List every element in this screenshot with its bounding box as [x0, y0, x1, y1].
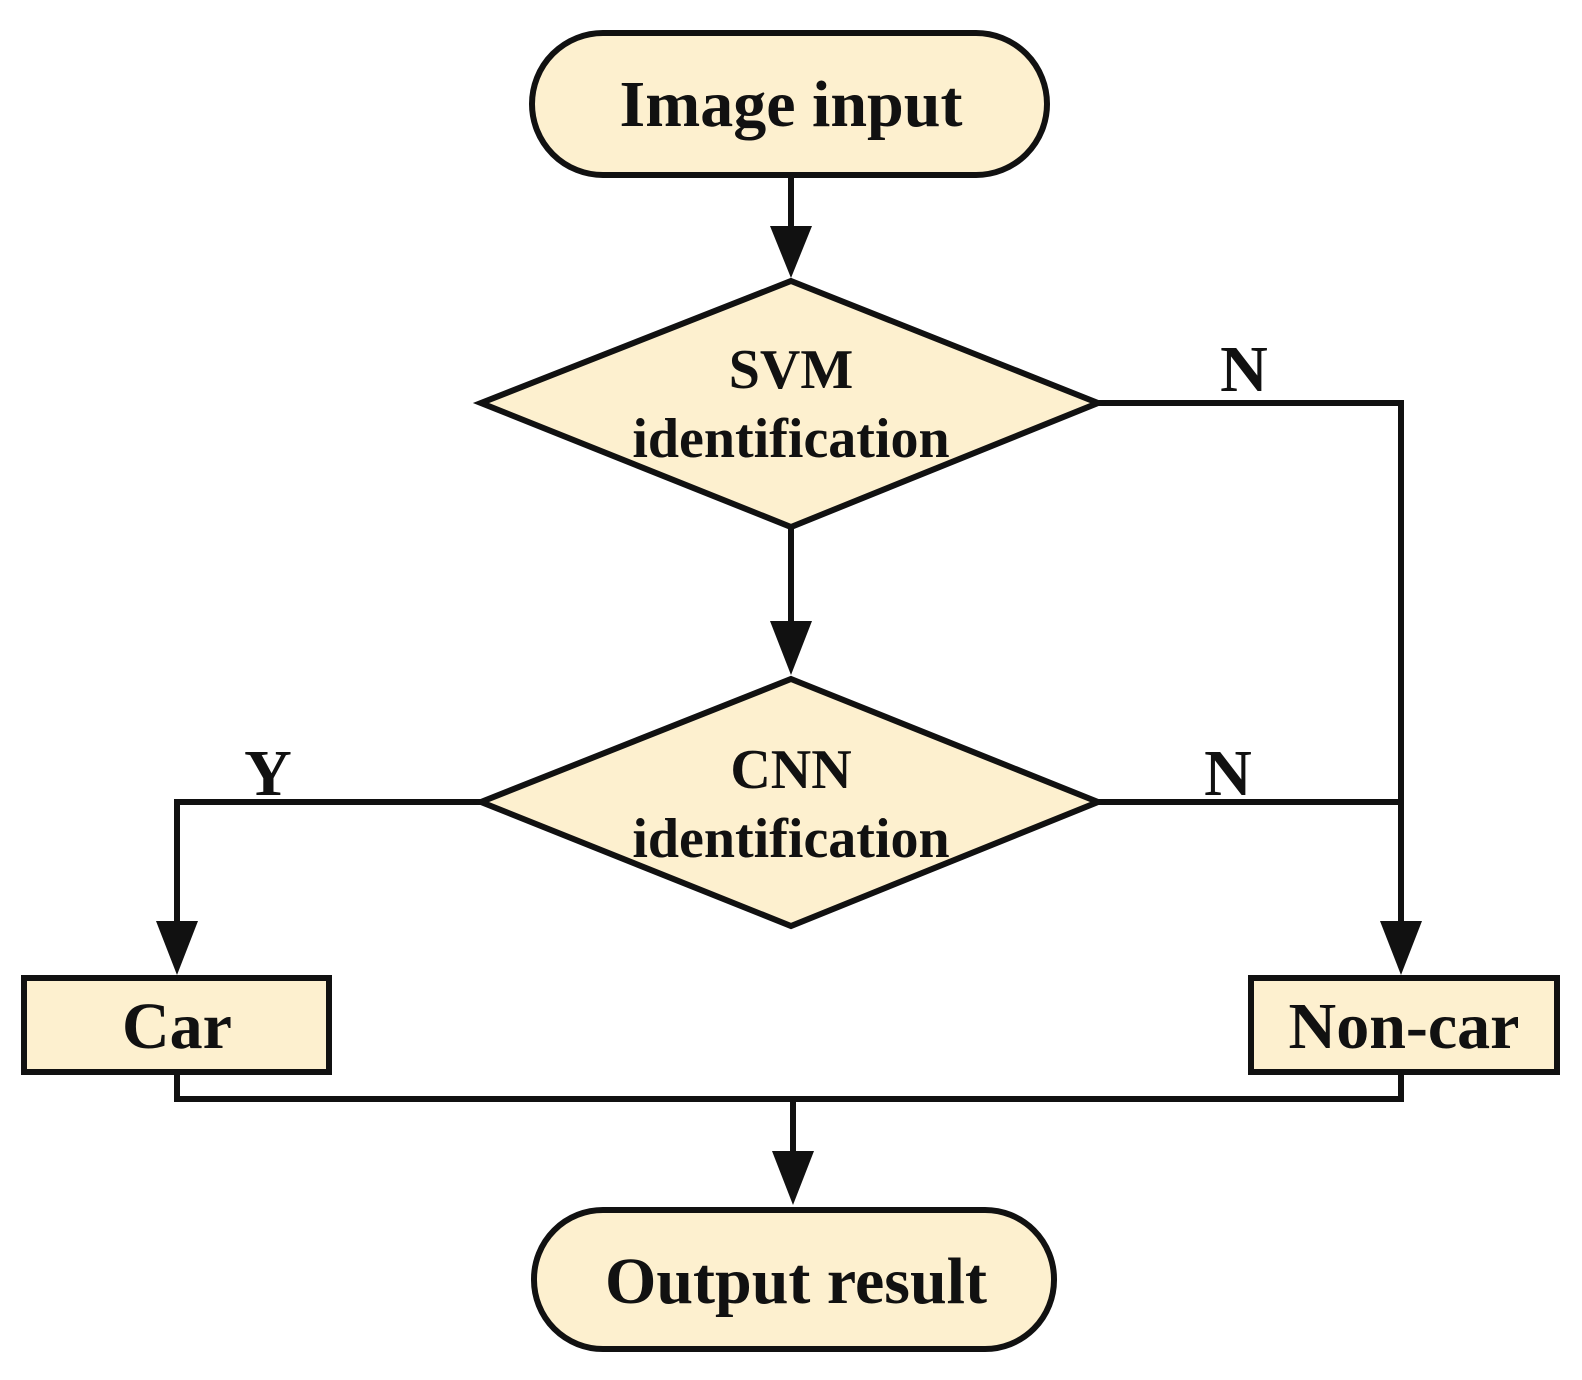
svm-label-line1: SVM	[729, 339, 853, 401]
edge-svm-no-to-noncar	[1098, 400, 1404, 925]
image-input-label: Image input	[620, 68, 963, 141]
arrowhead-input-to-svm	[770, 226, 812, 278]
arrowhead-to-output	[772, 1151, 814, 1205]
arrowhead-svm-to-cnn	[770, 621, 812, 675]
svm-no-label: N	[1220, 333, 1268, 406]
output-result-label: Output result	[605, 1245, 987, 1318]
edge-cnn-yes-to-car	[174, 799, 481, 925]
cnn-no-label: N	[1204, 737, 1252, 810]
cnn-yes-label: Y	[244, 737, 292, 810]
process-non-car	[1248, 975, 1560, 1075]
arrowhead-to-noncar	[1380, 921, 1422, 975]
decision-cnn	[472, 675, 1107, 930]
car-label: Car	[122, 990, 232, 1063]
cnn-label-line2: identification	[632, 808, 949, 870]
edge-results-merge	[174, 1072, 1404, 1102]
arrowhead-to-car	[156, 921, 198, 975]
cnn-label-line1: CNN	[730, 739, 851, 801]
terminal-image-input	[529, 30, 1050, 178]
process-car	[21, 975, 332, 1075]
decision-svm	[472, 277, 1107, 531]
svm-label-line2: identification	[632, 408, 949, 470]
non-car-label: Non-car	[1289, 990, 1520, 1063]
terminal-output-result	[531, 1207, 1057, 1352]
